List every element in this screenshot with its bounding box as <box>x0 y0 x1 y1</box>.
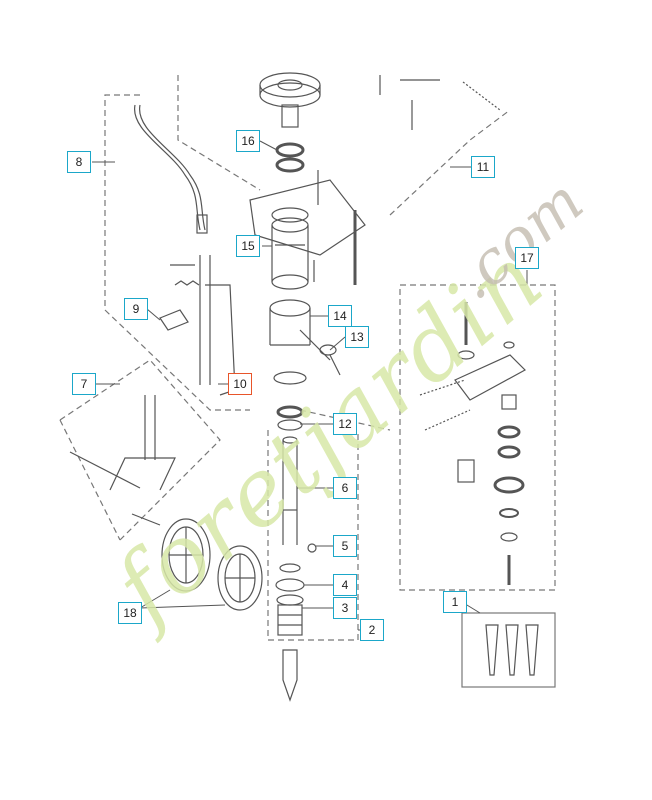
callout-8[interactable]: 8 <box>67 151 91 173</box>
top-pulley <box>259 72 321 128</box>
callout-7[interactable]: 7 <box>72 373 96 395</box>
callout-13[interactable]: 13 <box>345 326 369 348</box>
callout-1[interactable]: 1 <box>443 591 467 613</box>
blades-1 <box>461 612 556 688</box>
callout-18[interactable]: 18 <box>118 602 142 624</box>
callout-17[interactable]: 17 <box>515 247 539 269</box>
callout-6[interactable]: 6 <box>333 477 357 499</box>
callout-11[interactable]: 11 <box>471 156 495 178</box>
callout-3[interactable]: 3 <box>333 597 357 619</box>
callout-14[interactable]: 14 <box>328 305 352 327</box>
assembly-17 <box>419 302 526 585</box>
lever-10 <box>170 255 236 396</box>
wheels-18 <box>161 518 263 611</box>
callout-9[interactable]: 9 <box>124 298 148 320</box>
callout-15[interactable]: 15 <box>236 235 260 257</box>
knob-13 <box>299 329 341 376</box>
callout-4[interactable]: 4 <box>333 574 357 596</box>
collar-12 <box>273 371 307 431</box>
lower-stack <box>275 543 317 702</box>
mounting-plate <box>249 179 366 256</box>
group-outlines <box>59 75 556 641</box>
top-right-parts <box>379 75 501 130</box>
callout-5[interactable]: 5 <box>333 535 357 557</box>
callout-12[interactable]: 12 <box>333 413 357 435</box>
clamp-ring-14 <box>269 299 311 346</box>
callout-2[interactable]: 2 <box>360 619 384 641</box>
bearing-16 <box>275 142 305 173</box>
handle-9 <box>159 309 189 331</box>
cable-8 <box>134 104 208 234</box>
callout-10[interactable]: 10 <box>228 373 252 395</box>
leader-lines <box>92 140 528 631</box>
callout-16[interactable]: 16 <box>236 130 260 152</box>
plate-bolts <box>313 170 357 285</box>
wheel-bracket-7 <box>69 395 176 526</box>
shaft-6 <box>282 436 298 545</box>
housing-tube-15 <box>271 217 309 290</box>
